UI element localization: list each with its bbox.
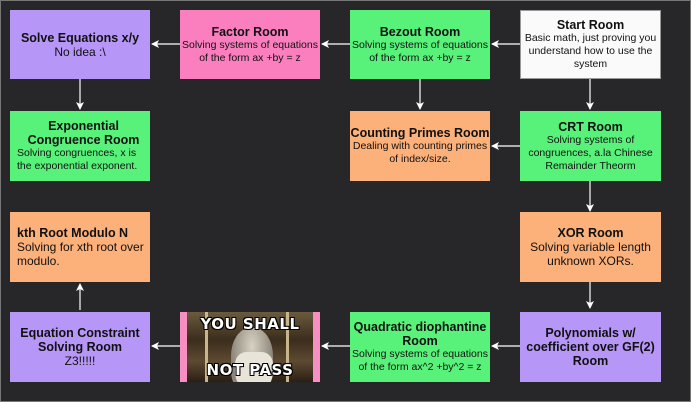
node-desc: Solving systems of equations of the form… — [352, 348, 488, 373]
staff-left — [205, 312, 208, 382]
node-desc: Solving variable length unknown XORs. — [530, 240, 651, 268]
node-solve-equations[interactable]: Solve Equations x/y No idea :\ — [10, 10, 150, 79]
node-start-room[interactable]: Start Room Basic math, just proving you … — [520, 10, 661, 79]
node-kth-root[interactable]: kth Root Modulo N Solving for xth root o… — [10, 212, 150, 282]
staff-right — [286, 312, 289, 382]
node-title: Equation Constraint Solving Room — [20, 326, 140, 354]
meme-top-text: YOU SHALL — [200, 315, 300, 333]
meme-image: YOU SHALL NOT PASS — [187, 312, 313, 382]
node-desc: Solving systems of equations of the form… — [182, 38, 318, 64]
node-desc: Solving systems of congruences, a.la Chi… — [528, 133, 653, 172]
node-desc: No idea :\ — [54, 44, 106, 59]
node-desc: Solving systems of equations of the form… — [352, 38, 488, 64]
node-title: XOR Room — [557, 226, 624, 240]
node-title: Bezout Room — [379, 24, 461, 39]
node-polynomials[interactable]: Polynomials w/ coefficient over GF(2) Ro… — [520, 312, 661, 382]
node-quadratic-diophantine[interactable]: Quadratic diophantine Room Solving syste… — [350, 312, 490, 382]
node-title: kth Root Modulo N — [17, 226, 129, 240]
node-factor-room[interactable]: Factor Room Solving systems of equations… — [180, 10, 320, 79]
node-desc: Solving congruences, x is the exponentia… — [17, 147, 138, 172]
node-title: Counting Primes Room — [350, 126, 490, 140]
node-title: CRT Room — [558, 119, 623, 134]
node-bezout-room[interactable]: Bezout Room Solving systems of equations… — [350, 10, 490, 79]
node-counting-primes[interactable]: Counting Primes Room Dealing with counti… — [350, 111, 490, 181]
node-title: Start Room — [556, 18, 625, 32]
wizard-beard — [234, 352, 273, 382]
node-title: Exponential Congruence Room — [27, 119, 140, 147]
node-title: Quadratic diophantine Room — [353, 320, 487, 348]
node-desc: Dealing with counting primes of index/si… — [352, 140, 488, 165]
node-desc: Basic math, just proving you understand … — [524, 32, 657, 70]
node-title: Solve Equations x/y — [20, 30, 140, 45]
node-xor-room[interactable]: XOR Room Solving variable length unknown… — [520, 212, 661, 282]
node-desc: Z3!!!!! — [64, 354, 96, 368]
meme-bottom-text: NOT PASS — [206, 361, 294, 379]
node-title: Polynomials w/ coefficient over GF(2) Ro… — [526, 326, 655, 368]
node-equation-constraint[interactable]: Equation Constraint Solving Room Z3!!!!! — [10, 312, 150, 382]
node-exponential-congruence[interactable]: Exponential Congruence Room Solving cong… — [10, 111, 150, 181]
node-title: Factor Room — [211, 24, 289, 39]
you-shall-not-pass-meme: YOU SHALL NOT PASS — [180, 312, 320, 382]
node-crt-room[interactable]: CRT Room Solving systems of congruences,… — [520, 111, 661, 181]
node-desc: Solving for xth root over modulo. — [17, 240, 144, 268]
